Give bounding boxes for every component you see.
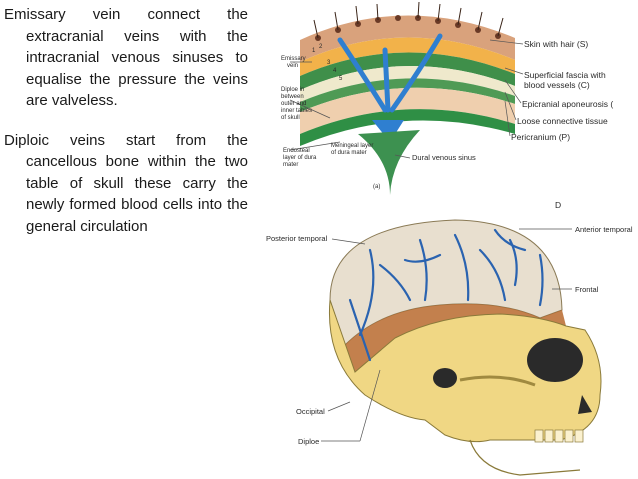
dural-sinus-shape — [372, 120, 404, 142]
anterior-temporal-label: Anterior temporal — [575, 225, 633, 234]
zygomatic-arch — [459, 375, 536, 387]
panel-a-label: (a) — [373, 184, 380, 190]
nasal-cavity — [578, 395, 592, 414]
skull-diagram: Posterior temporal Anterior temporal Fro… — [266, 219, 633, 476]
loose-connective-label: Loose connective tissue — [517, 116, 608, 126]
skin-label: Skin with hair (S) — [524, 39, 588, 49]
layer-number-5: 5 — [339, 76, 343, 82]
occipital-label: Occipital — [296, 407, 325, 416]
orbit — [527, 338, 583, 382]
layer-number-2: 2 — [319, 44, 323, 50]
teeth — [534, 429, 584, 443]
scalp-leader-lines — [289, 39, 524, 159]
diploic-veins — [348, 228, 544, 362]
skin-layer — [300, 15, 515, 62]
diploe-cut-edge — [345, 303, 566, 372]
posterior-temporal-label: Posterior temporal — [266, 234, 328, 243]
loose-connective-layer — [300, 65, 515, 102]
text-column: Emissary vein connect the extracranial v… — [4, 4, 248, 237]
superficial-fascia-layer — [300, 37, 515, 76]
falx-cerebri — [358, 130, 420, 195]
dura-layer — [300, 109, 515, 146]
mandible-outline — [469, 439, 581, 476]
layer-number-3: 3 — [327, 60, 331, 66]
frontal-label: Frontal — [575, 285, 599, 294]
aponeurosis-label: Epicranial aponeurosis ( — [522, 99, 613, 109]
diploe-skull-label: Diploe — [298, 437, 319, 446]
diploic-veins-paragraph: Diploic veins start from the cancellous … — [4, 131, 248, 235]
emissary-vein-paragraph: Emissary vein connect the extracranial v… — [4, 6, 248, 109]
scalp-layers-diagram: 1 2 3 4 5 Skin with hair (S) Superficial… — [281, 1, 613, 210]
cropped-letter: D — [555, 200, 561, 210]
ear-opening — [433, 368, 457, 388]
pericranium-label: Pericranium (P) — [511, 132, 570, 142]
emissary-veins — [337, 33, 443, 113]
layer-number-4: 4 — [333, 68, 337, 74]
skull-body — [328, 299, 602, 443]
pericranium-layer — [300, 78, 515, 112]
skull-leader-lines — [321, 228, 572, 442]
layer-number-1: 1 — [312, 48, 316, 54]
hair-strands — [313, 1, 504, 39]
dural-sinus-label: Dural venous sinus — [412, 153, 476, 162]
outer-table-layer — [300, 87, 515, 134]
hair-follicles — [315, 15, 501, 41]
